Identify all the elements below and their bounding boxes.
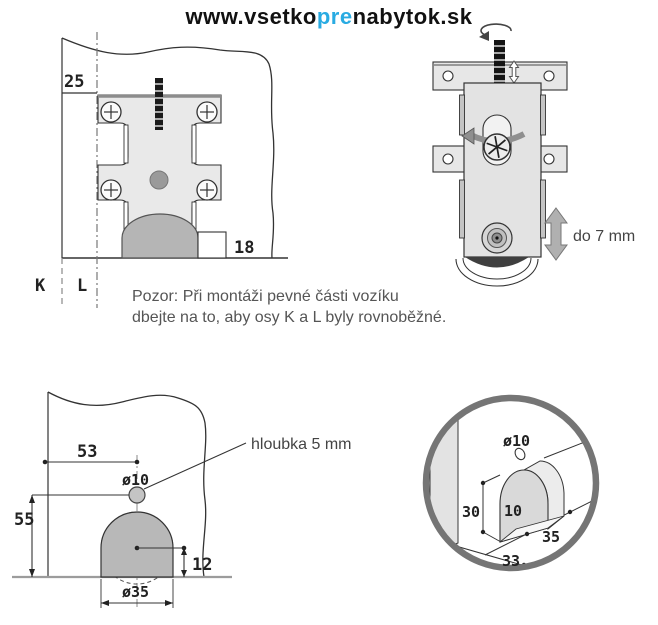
detail-dim-33-label: 33 bbox=[502, 552, 520, 570]
pocket-dome bbox=[100, 511, 174, 578]
roller bbox=[121, 213, 199, 259]
detail-circle-drawing: ø10 30 10 35 33 bbox=[422, 394, 600, 572]
dim-12 bbox=[181, 548, 187, 577]
screw-icons bbox=[100, 101, 218, 201]
range-arrow-icon bbox=[544, 207, 568, 261]
dim-55 bbox=[29, 494, 129, 577]
drilling-plan-drawing: 53 ø10 hloubka 5 mm 55 12 ø35 bbox=[12, 391, 352, 610]
depth-leader bbox=[143, 442, 247, 490]
dim-12-label: 12 bbox=[192, 555, 212, 575]
depth-note: hloubka 5 mm bbox=[251, 436, 352, 453]
dim-53-label: 53 bbox=[77, 442, 97, 462]
wheel-hub-icon bbox=[481, 222, 513, 254]
site-header-prefix: www.vsetko bbox=[185, 4, 317, 29]
dim-18-label: 18 bbox=[234, 238, 254, 258]
iso-pocket bbox=[499, 460, 565, 543]
axis-l-label: L bbox=[77, 276, 87, 296]
detail-hole-dia-label: ø10 bbox=[503, 432, 530, 450]
panel-outline bbox=[61, 37, 275, 259]
site-header: www.vsetkoprenabytok.sk bbox=[0, 4, 658, 30]
bolt-icon bbox=[155, 78, 163, 130]
dim-53 bbox=[42, 459, 140, 465]
detail-dim-35-label: 35 bbox=[542, 528, 560, 546]
flange-hole bbox=[442, 70, 454, 82]
dim-35 bbox=[100, 579, 174, 608]
center-pin bbox=[149, 170, 169, 190]
notice-line1: Pozor: Při montáži pevné části vozíku bbox=[132, 288, 399, 305]
detail-dim-10-label: 10 bbox=[504, 502, 522, 520]
dim-55-label: 55 bbox=[14, 510, 34, 530]
detail-dim-30-label: 30 bbox=[462, 503, 480, 521]
hanger-bolt-icon bbox=[494, 40, 505, 92]
site-header-highlight: pre bbox=[316, 4, 353, 29]
site-header-suffix: nabytok.sk bbox=[352, 4, 473, 29]
carriage-drawing: do 7 mm bbox=[432, 23, 635, 287]
range-label: do 7 mm bbox=[573, 228, 635, 245]
flange-hole bbox=[442, 153, 454, 165]
notice-line2: dbejte na to, aby osy K a L byly rovnobě… bbox=[132, 309, 447, 326]
plate-slots bbox=[123, 124, 197, 239]
body-tabs bbox=[459, 94, 546, 239]
panel-outline bbox=[47, 391, 207, 578]
fixed-part-drawing: 25 bbox=[35, 32, 288, 308]
flange-hole bbox=[543, 70, 555, 82]
notice-text: Pozor: Při montáži pevné části vozíku db… bbox=[132, 286, 446, 328]
step-block bbox=[197, 231, 227, 259]
hole-dia-label: ø10 bbox=[122, 471, 149, 489]
axis-k-label: K bbox=[35, 276, 46, 296]
adjust-screw-icon bbox=[483, 133, 511, 161]
detail-hole bbox=[514, 447, 526, 461]
pocket-center bbox=[134, 545, 187, 551]
rotate-arrow-icon bbox=[479, 23, 512, 41]
drill-hole bbox=[128, 486, 146, 504]
dim-25-label: 25 bbox=[64, 72, 84, 92]
wheel bbox=[455, 257, 539, 287]
pocket-dia-label: ø35 bbox=[122, 583, 149, 601]
flange-hole bbox=[543, 153, 555, 165]
